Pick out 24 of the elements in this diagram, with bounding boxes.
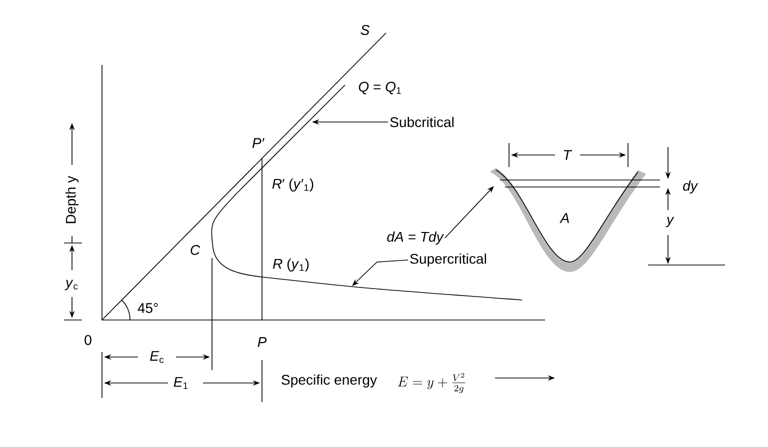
diagram-label: R′ (y′$_{1}$) (272, 178, 314, 192)
diagram-label: S (360, 25, 370, 35)
leader-line (444, 186, 494, 238)
callout-text: Supercritical (410, 253, 486, 267)
callout-text: dA = Tdy (387, 231, 444, 245)
diagram-label: 45° (138, 303, 158, 313)
diagram-label: E$_{1}$ (174, 377, 188, 389)
diagram-label: y (666, 216, 674, 228)
diagram-label: E$_{c}$ (150, 351, 164, 363)
diagram-label: 0 (84, 335, 92, 345)
diagram-label: T (564, 150, 572, 160)
diagram-label: $E = y + \frac{V^{2}}{2g}$ (398, 372, 466, 394)
diagram-label: A (560, 213, 569, 223)
diagram-label: Specific energy (282, 374, 377, 388)
diagram-label: y$_{c}$ (64, 280, 78, 290)
diagram-label: C (190, 245, 200, 255)
leader-line (352, 260, 408, 286)
diagram-label: Q = Q$_{1}$ (358, 82, 401, 94)
diagram-label: P′ (252, 138, 264, 148)
callout-text: Subcritical (390, 116, 454, 128)
diagram-label: Depth y (65, 176, 79, 224)
diagram-label: dy (683, 180, 698, 194)
diagram-label: P (258, 337, 267, 347)
diagram-label: R (y$_{1}$) (272, 258, 309, 272)
